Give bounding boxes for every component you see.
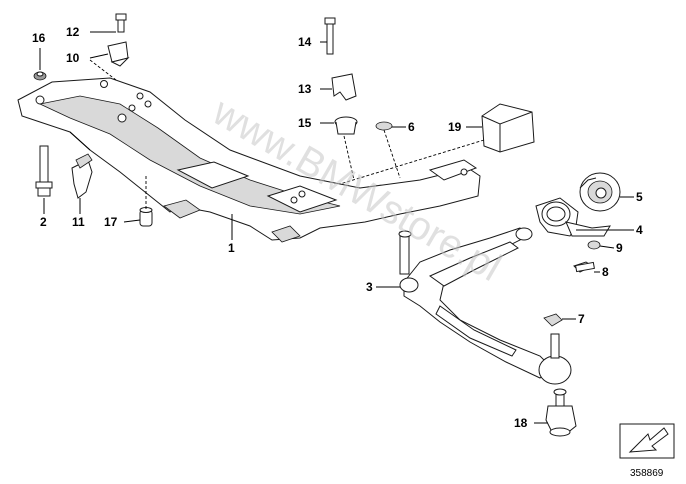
screw-14 <box>324 17 336 55</box>
callout-3: 3 <box>366 280 373 294</box>
nut-16 <box>33 71 47 81</box>
callout-14: 14 <box>298 35 312 49</box>
clip-10 <box>107 41 130 67</box>
callout-1: 1 <box>228 241 235 255</box>
bushing-bracket <box>535 197 611 237</box>
rubber-bushing <box>579 172 621 212</box>
callout-15: 15 <box>298 116 312 130</box>
nut-9 <box>587 240 601 250</box>
callout-2: 2 <box>40 215 47 229</box>
washer-6 <box>375 121 393 131</box>
callouts: 1 2 3 4 5 6 7 8 9 10 11 12 13 14 15 16 1 <box>32 25 643 430</box>
callout-12: 12 <box>66 25 80 39</box>
nut-7 <box>543 313 563 327</box>
callout-10: 10 <box>66 51 80 65</box>
screw-12 <box>115 13 127 33</box>
stop-11 <box>71 153 93 199</box>
callout-19: 19 <box>448 120 462 134</box>
sleeve-17 <box>139 207 153 227</box>
callout-18: 18 <box>514 416 528 430</box>
callout-13: 13 <box>298 82 312 96</box>
grommet-15 <box>334 116 358 135</box>
callout-5: 5 <box>636 190 643 204</box>
assembly-lines <box>89 59 485 210</box>
arrow-next-page-icon[interactable] <box>619 423 675 459</box>
ball-joint <box>545 388 577 437</box>
front-axle-carrier <box>17 77 481 243</box>
control-arm <box>398 227 572 385</box>
mount-19 <box>481 103 535 153</box>
bolt-8 <box>573 261 595 273</box>
drawing-number: 358869 <box>630 468 664 479</box>
callout-6: 6 <box>408 120 415 134</box>
callout-17: 17 <box>104 215 118 229</box>
callout-7: 7 <box>578 312 585 326</box>
bolt-2 <box>35 145 53 197</box>
callout-16: 16 <box>32 31 46 45</box>
callout-4: 4 <box>636 223 643 237</box>
callout-8: 8 <box>602 265 609 279</box>
callout-9: 9 <box>616 241 623 255</box>
callout-11: 11 <box>72 215 85 229</box>
bracket-13 <box>331 73 357 101</box>
